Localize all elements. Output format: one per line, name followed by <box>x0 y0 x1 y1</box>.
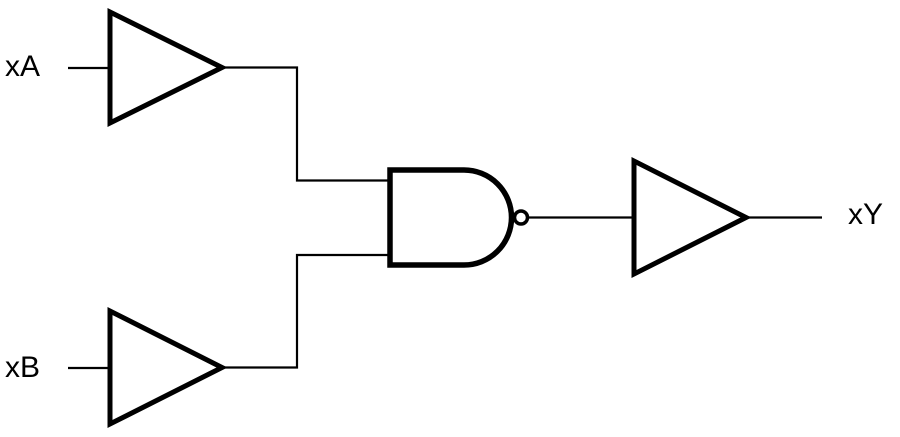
nand-gate-icon <box>387 167 515 268</box>
wire-buffer-a-to-nand <box>221 66 391 182</box>
inversion-bubble-icon <box>512 209 530 226</box>
output-y-label: xY <box>848 198 883 231</box>
buffer-b-icon <box>107 306 228 429</box>
input-a-label: xA <box>5 50 40 83</box>
wire-buffer-b-to-nand <box>221 253 391 369</box>
buffer-y-icon <box>631 156 752 279</box>
input-b-label: xB <box>5 351 40 384</box>
buffer-a-icon <box>107 7 228 128</box>
